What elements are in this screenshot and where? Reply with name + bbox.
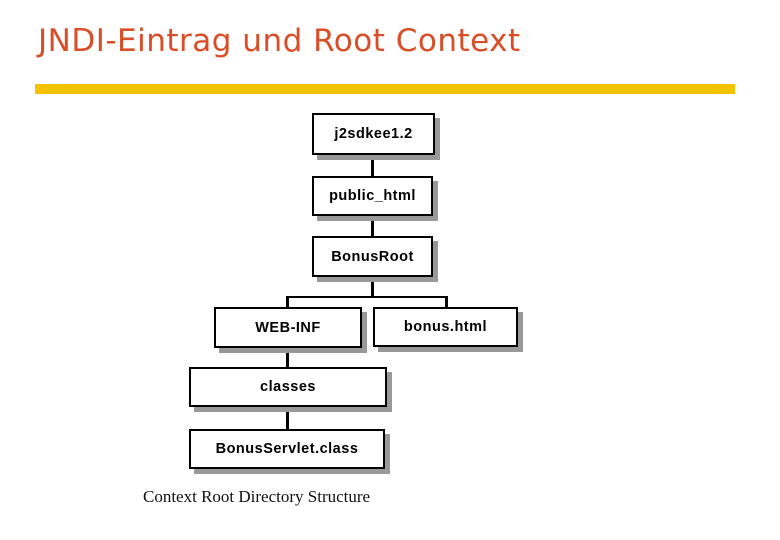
tree-node-classes: classes [189,367,387,407]
tree-node-label: bonus.html [403,319,488,335]
connector-webinf-to-classes [286,348,289,367]
tree-node-label: j2sdkee1.2 [334,126,413,142]
tree-node-bonusroot: BonusRoot [312,236,433,277]
tree-node-label: public_html [329,188,416,204]
tree-node-label: BonusRoot [331,248,414,265]
tree-node-web-inf: WEB-INF [214,307,362,348]
tree-node-label: classes [260,379,316,395]
connector-split-to-webinf [286,296,289,307]
connector-classes-to-bonusservlet [286,407,289,429]
title-underline-bar [35,84,735,94]
tree-node-public-html: public_html [312,176,433,216]
connector-publichtml-to-bonusroot [371,216,374,236]
tree-node-j2sdkee: j2sdkee1.2 [312,113,435,155]
diagram-caption: Context Root Directory Structure [143,487,371,506]
slide-title: JNDI-Eintrag und Root Context [38,23,521,59]
tree-node-label: WEB-INF [255,319,321,336]
connector-j2sdkee-to-publichtml [371,155,374,176]
tree-node-bonus-html: bonus.html [373,307,518,347]
connector-split-to-bonushtml [445,296,448,307]
connector-split-horizontal [286,296,448,298]
tree-node-label: BonusServlet.class [215,441,359,457]
tree-node-bonusservlet-class: BonusServlet.class [189,429,385,469]
connector-bonusroot-to-split [371,277,374,298]
